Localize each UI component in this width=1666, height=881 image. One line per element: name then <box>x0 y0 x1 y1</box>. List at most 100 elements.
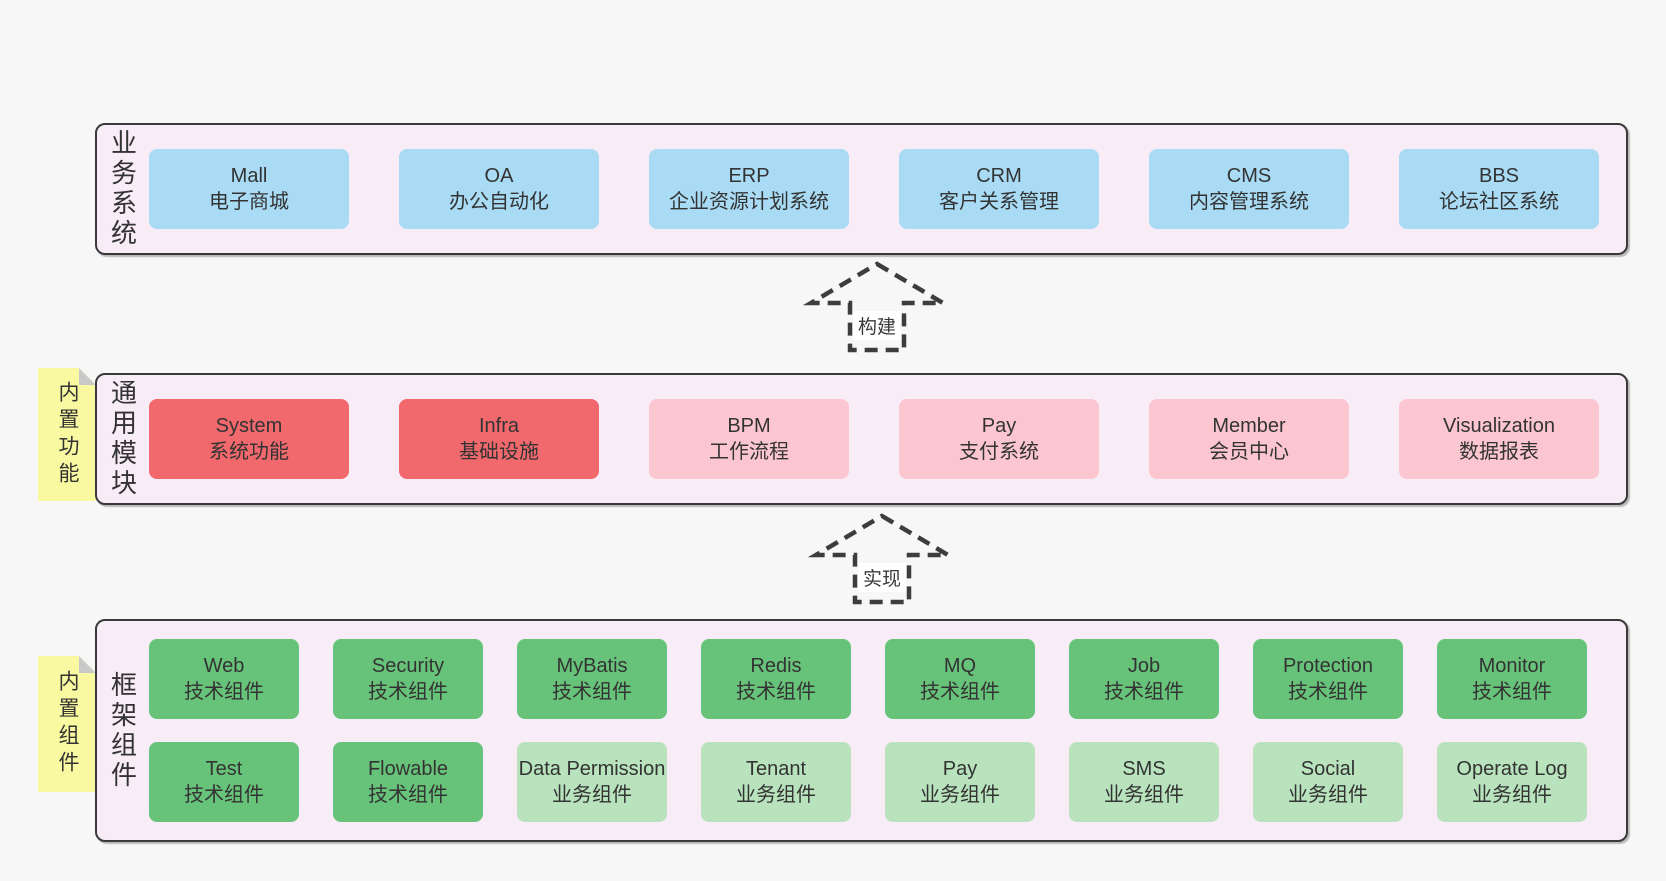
box-subtitle: 企业资源计划系统 <box>669 191 829 213</box>
box-subtitle: 客户关系管理 <box>939 191 1059 213</box>
box-security: Security 技术组件 <box>333 639 483 719</box>
layer-business-systems: 业务系统 Mall 电子商城 OA 办公自动化 ERP 企业资源计划系统 CRM… <box>95 123 1628 255</box>
box-mall: Mall 电子商城 <box>149 149 349 229</box>
implement-arrow-label: 实现 <box>857 563 907 592</box>
box-title: OA <box>484 165 514 187</box>
box-bpm: BPM 工作流程 <box>649 399 849 479</box>
box-subtitle: 技术组件 <box>368 784 448 806</box>
biz-components-row: Test 技术组件 Flowable 技术组件 Data Permission … <box>149 742 1602 822</box>
build-arrow-label: 构建 <box>852 311 902 340</box>
box-title: Mall <box>230 165 268 187</box>
box-title: Data Permission <box>518 758 666 780</box>
box-crm: CRM 客户关系管理 <box>899 149 1099 229</box>
sticky-fold-icon <box>79 368 96 385</box>
box-title: Flowable <box>367 758 449 780</box>
box-title: CRM <box>976 165 1022 187</box>
box-title: Visualization <box>1443 415 1555 437</box>
box-title: Redis <box>750 655 802 677</box>
box-title: System <box>215 415 283 437</box>
business-systems-row: Mall 电子商城 OA 办公自动化 ERP 企业资源计划系统 CRM 客户关系… <box>149 149 1626 229</box>
common-modules-row: System 系统功能 Infra 基础设施 BPM 工作流程 Pay 支付系统… <box>149 399 1626 479</box>
box-protection: Protection 技术组件 <box>1253 639 1403 719</box>
box-subtitle: 技术组件 <box>1104 681 1184 703</box>
box-subtitle: 业务组件 <box>1288 784 1368 806</box>
box-subtitle: 数据报表 <box>1459 441 1539 463</box>
implement-arrow: 实现 <box>802 513 962 605</box>
box-subtitle: 技术组件 <box>920 681 1000 703</box>
box-subtitle: 技术组件 <box>184 784 264 806</box>
box-title: Monitor <box>1478 655 1546 677</box>
box-title: BPM <box>727 415 771 437</box>
box-title: ERP <box>728 165 770 187</box>
box-subtitle: 业务组件 <box>1472 784 1552 806</box>
box-subtitle: 技术组件 <box>1288 681 1368 703</box>
tech-components-row: Web 技术组件 Security 技术组件 MyBatis 技术组件 Redi… <box>149 639 1602 719</box>
box-subtitle: 技术组件 <box>368 681 448 703</box>
box-sms: SMS 业务组件 <box>1069 742 1219 822</box>
box-job: Job 技术组件 <box>1069 639 1219 719</box>
box-title: Protection <box>1282 655 1374 677</box>
box-title: Social <box>1300 758 1356 780</box>
box-tenant: Tenant 业务组件 <box>701 742 851 822</box>
box-pay-component: Pay 业务组件 <box>885 742 1035 822</box>
box-subtitle: 技术组件 <box>736 681 816 703</box>
box-title: MQ <box>943 655 977 677</box>
box-title: Infra <box>478 415 520 437</box>
box-title: Pay <box>981 415 1017 437</box>
box-subtitle: 办公自动化 <box>449 191 549 213</box>
box-subtitle: 技术组件 <box>184 681 264 703</box>
box-subtitle: 支付系统 <box>959 441 1039 463</box>
sticky-note-builtin-functions: 内置功能 <box>38 368 96 501</box>
box-subtitle: 工作流程 <box>709 441 789 463</box>
box-subtitle: 业务组件 <box>552 784 632 806</box>
box-subtitle: 业务组件 <box>736 784 816 806</box>
box-cms: CMS 内容管理系统 <box>1149 149 1349 229</box>
box-subtitle: 电子商城 <box>209 191 289 213</box>
build-arrow: 构建 <box>797 261 957 353</box>
box-subtitle: 业务组件 <box>1104 784 1184 806</box>
dashed-up-arrow-icon <box>802 261 952 353</box>
box-subtitle: 系统功能 <box>209 441 289 463</box>
box-system: System 系统功能 <box>149 399 349 479</box>
box-title: Tenant <box>745 758 807 780</box>
sticky-note-label: 内置功能 <box>56 380 79 489</box>
framework-components-rows: Web 技术组件 Security 技术组件 MyBatis 技术组件 Redi… <box>149 639 1626 822</box>
box-data-permission: Data Permission 业务组件 <box>517 742 667 822</box>
box-title: MyBatis <box>556 655 628 677</box>
layer-label-framework-components: 框架组件 <box>107 670 138 791</box>
box-subtitle: 技术组件 <box>552 681 632 703</box>
box-title: BBS <box>1478 165 1520 187</box>
box-title: Web <box>203 655 245 677</box>
box-title: Pay <box>942 758 978 780</box>
box-title: Job <box>1127 655 1161 677</box>
layer-label-common-modules: 通用模块 <box>107 379 138 499</box>
box-social: Social 业务组件 <box>1253 742 1403 822</box>
box-subtitle: 内容管理系统 <box>1189 191 1309 213</box>
box-member: Member 会员中心 <box>1149 399 1349 479</box>
box-flowable: Flowable 技术组件 <box>333 742 483 822</box>
box-mybatis: MyBatis 技术组件 <box>517 639 667 719</box>
dashed-up-arrow-icon <box>807 513 957 605</box>
box-pay-system: Pay 支付系统 <box>899 399 1099 479</box>
box-oa: OA 办公自动化 <box>399 149 599 229</box>
box-redis: Redis 技术组件 <box>701 639 851 719</box>
sticky-fold-icon <box>79 656 96 673</box>
box-bbs: BBS 论坛社区系统 <box>1399 149 1599 229</box>
box-infra: Infra 基础设施 <box>399 399 599 479</box>
box-subtitle: 技术组件 <box>1472 681 1552 703</box>
box-title: Member <box>1212 415 1286 437</box>
box-subtitle: 论坛社区系统 <box>1439 191 1559 213</box>
box-subtitle: 业务组件 <box>920 784 1000 806</box>
box-operate-log: Operate Log 业务组件 <box>1437 742 1587 822</box>
box-title: Operate Log <box>1456 758 1568 780</box>
box-monitor: Monitor 技术组件 <box>1437 639 1587 719</box>
box-mq: MQ 技术组件 <box>885 639 1035 719</box>
box-erp: ERP 企业资源计划系统 <box>649 149 849 229</box>
layer-common-modules: 通用模块 System 系统功能 Infra 基础设施 BPM 工作流程 Pay… <box>95 373 1628 505</box>
box-subtitle: 基础设施 <box>459 441 539 463</box>
box-web: Web 技术组件 <box>149 639 299 719</box>
sticky-note-builtin-components: 内置组件 <box>38 656 96 792</box>
box-title: Test <box>205 758 243 780</box>
box-title: CMS <box>1226 165 1272 187</box>
